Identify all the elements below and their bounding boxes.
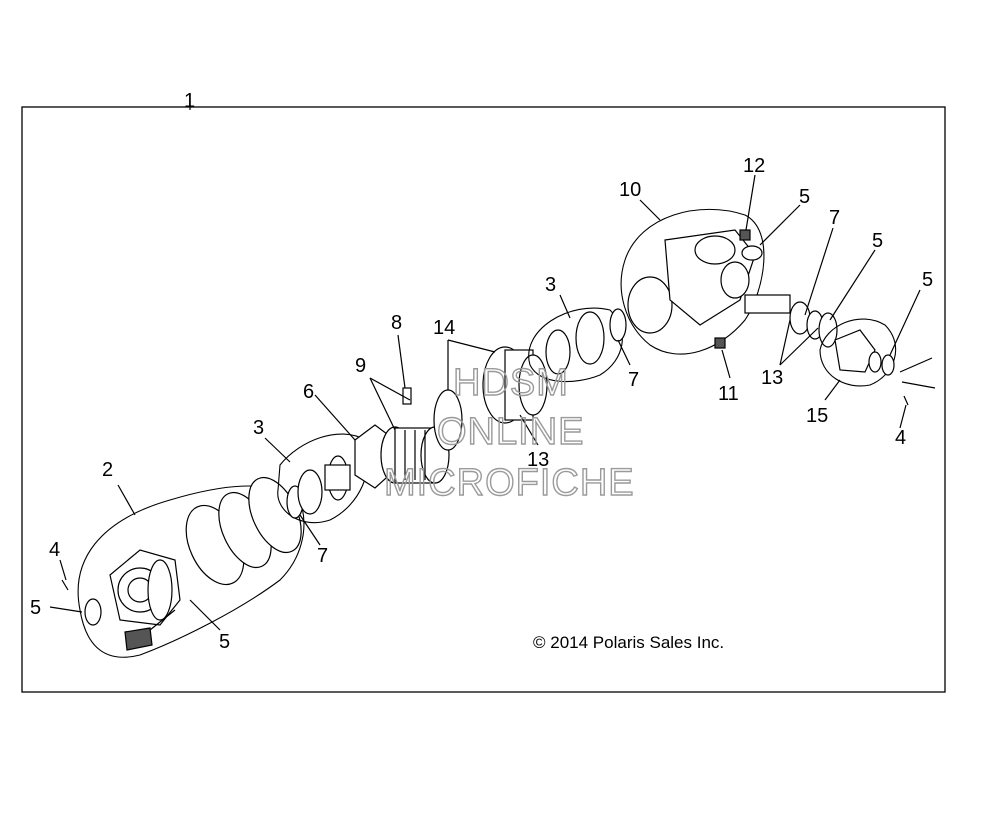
callout-12: 12 [743, 155, 765, 177]
group-3a-bubble [277, 433, 369, 524]
callout-11: 11 [718, 383, 739, 405]
callout-13-center: 13 [527, 449, 549, 471]
o-ring-12 [741, 245, 763, 261]
bolt-left [61, 579, 69, 591]
callout-6: 6 [303, 381, 314, 403]
callout-5-top: 5 [799, 186, 810, 208]
group-2-bubble [77, 485, 305, 658]
pinion-shaft [744, 294, 811, 335]
end-cover-15 [834, 329, 895, 376]
bolt-right-3 [903, 395, 909, 406]
callout-4-left: 4 [49, 539, 60, 561]
callout-1: 1 [184, 90, 195, 112]
callout-5-mid: 5 [872, 230, 883, 252]
callouts: 1 2 3 3 4 4 5 5 5 5 5 6 7 7 7 8 9 10 11 … [30, 90, 933, 653]
watermark: HDSM ONLINE MICROFICHE [383, 361, 635, 504]
watermark-line-2: ONLINE [437, 411, 584, 453]
bearing-group-3a [286, 455, 351, 519]
pin-8 [402, 387, 412, 405]
callout-9: 9 [355, 355, 366, 377]
callout-4-right: 4 [895, 427, 906, 449]
callout-2: 2 [102, 459, 113, 481]
callout-8: 8 [391, 312, 402, 334]
callout-3-right: 3 [545, 274, 556, 296]
rear-housing-10 [627, 229, 756, 334]
o-ring-right [818, 312, 838, 348]
callout-7-left: 7 [317, 545, 328, 567]
leader-lines [49, 174, 921, 631]
watermark-line-3: MICROFICHE [384, 462, 635, 504]
ring-gear [482, 346, 548, 424]
watermark-line-1: HDSM [453, 362, 569, 404]
callout-10: 10 [619, 179, 641, 201]
callout-7-mid: 7 [628, 369, 639, 391]
callout-5-right: 5 [922, 269, 933, 291]
callout-5-left: 5 [30, 597, 41, 619]
bearing-group-3b [545, 308, 627, 375]
group-10-bubble [620, 208, 765, 355]
drain-plug-11 [714, 337, 726, 349]
front-housing [109, 549, 181, 651]
callout-5-bottom: 5 [219, 631, 230, 653]
callout-15: 15 [806, 405, 828, 427]
fill-plug-12 [739, 229, 751, 241]
copyright-notice: © 2014 Polaris Sales Inc. [533, 633, 724, 652]
bolt-right-2 [901, 381, 936, 389]
callout-13-right: 13 [761, 367, 783, 389]
callout-14: 14 [433, 317, 455, 339]
bolt-right-1 [899, 357, 933, 373]
callout-7-right: 7 [829, 207, 840, 229]
o-ring-left [84, 598, 102, 626]
callout-3-left: 3 [253, 417, 264, 439]
group-15-bubble [819, 318, 897, 387]
diagram-border [21, 106, 946, 693]
